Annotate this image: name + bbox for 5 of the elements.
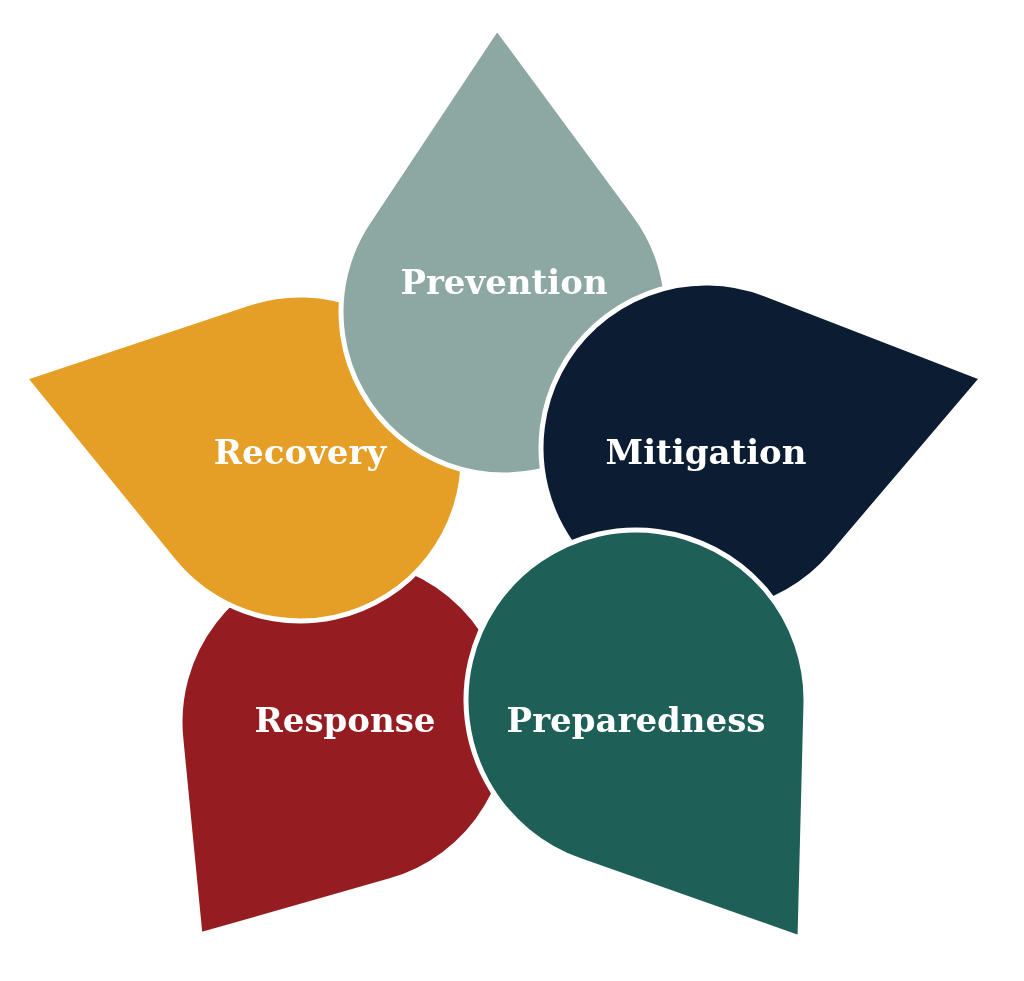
segment-label: Prevention	[400, 262, 608, 302]
segment-label: Recovery	[213, 432, 387, 472]
segment-label: Response	[254, 700, 436, 740]
segment-label: Mitigation	[605, 432, 807, 472]
segment-label: Preparedness	[506, 700, 766, 740]
